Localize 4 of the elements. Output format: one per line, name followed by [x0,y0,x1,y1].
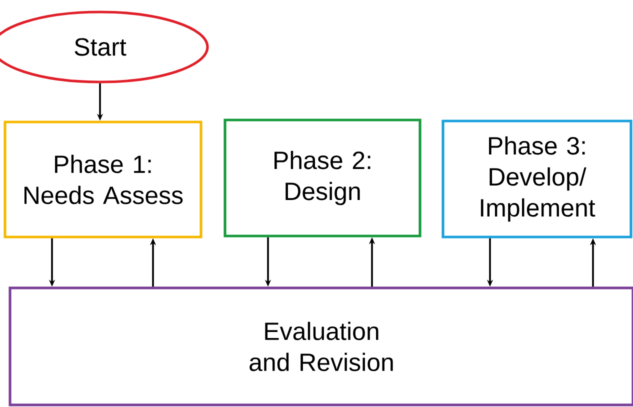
evaluation-box: Evaluation and Revision [8,286,633,406]
phase-box: Phase 1: Needs Assess [4,120,202,238]
phase-box: Phase 3: Develop/ Implement [442,120,632,238]
phase-box: Phase 2: Design [224,118,422,238]
